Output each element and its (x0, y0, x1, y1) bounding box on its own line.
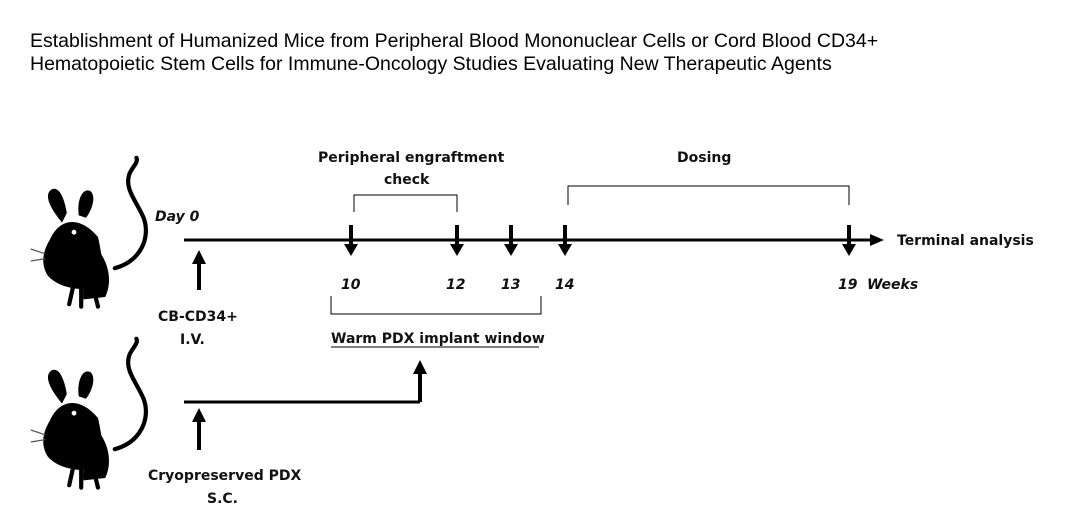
mouse-pdx-icon (31, 339, 146, 488)
tick-label-12: 12 (446, 277, 465, 293)
dosing-label: Dosing (677, 150, 731, 166)
check-bracket (353, 194, 458, 212)
dosing-bracket (567, 185, 850, 205)
check-label-line1: Peripheral engraftment (318, 150, 505, 166)
tick-label-19: 19 (838, 277, 858, 293)
cb-injection-arrow (192, 250, 206, 290)
tick-label-10: 10 (341, 277, 361, 293)
cb-label-line2: I.V. (180, 332, 205, 348)
day0-label: Day 0 (155, 209, 200, 225)
tick-label-13: 13 (501, 277, 520, 293)
cryo-injection-arrow (192, 408, 206, 450)
title-line-2: Hematopoietic Stem Cells for Immune-Onco… (30, 53, 832, 75)
pdx-implant-arrow (413, 360, 427, 402)
tick-arrow-12 (450, 225, 464, 256)
cryo-label-line1: Cryopreserved PDX (148, 468, 301, 484)
check-label-line2: check (384, 172, 430, 188)
title-line-1: Establishment of Humanized Mice from Per… (30, 30, 879, 52)
tick-label-14: 14 (555, 277, 574, 293)
tick-arrow-13 (504, 225, 518, 256)
tick-arrow-10 (344, 225, 358, 256)
cryo-label-line2: S.C. (207, 491, 238, 507)
terminal-analysis-label: Terminal analysis (897, 233, 1034, 249)
timeline-arrowhead (870, 234, 884, 246)
figure-title: Establishment of Humanized Mice from Per… (30, 30, 1070, 76)
tick-arrow-14 (558, 225, 572, 256)
tick-arrow-19 (842, 225, 856, 256)
warm-window-label: Warm PDX implant window (331, 331, 545, 347)
warm-window-bracket (330, 296, 542, 315)
mouse-cb-icon (31, 158, 146, 307)
weeks-label: Weeks (867, 277, 918, 293)
cb-label-line1: CB-CD34+ (158, 309, 238, 325)
